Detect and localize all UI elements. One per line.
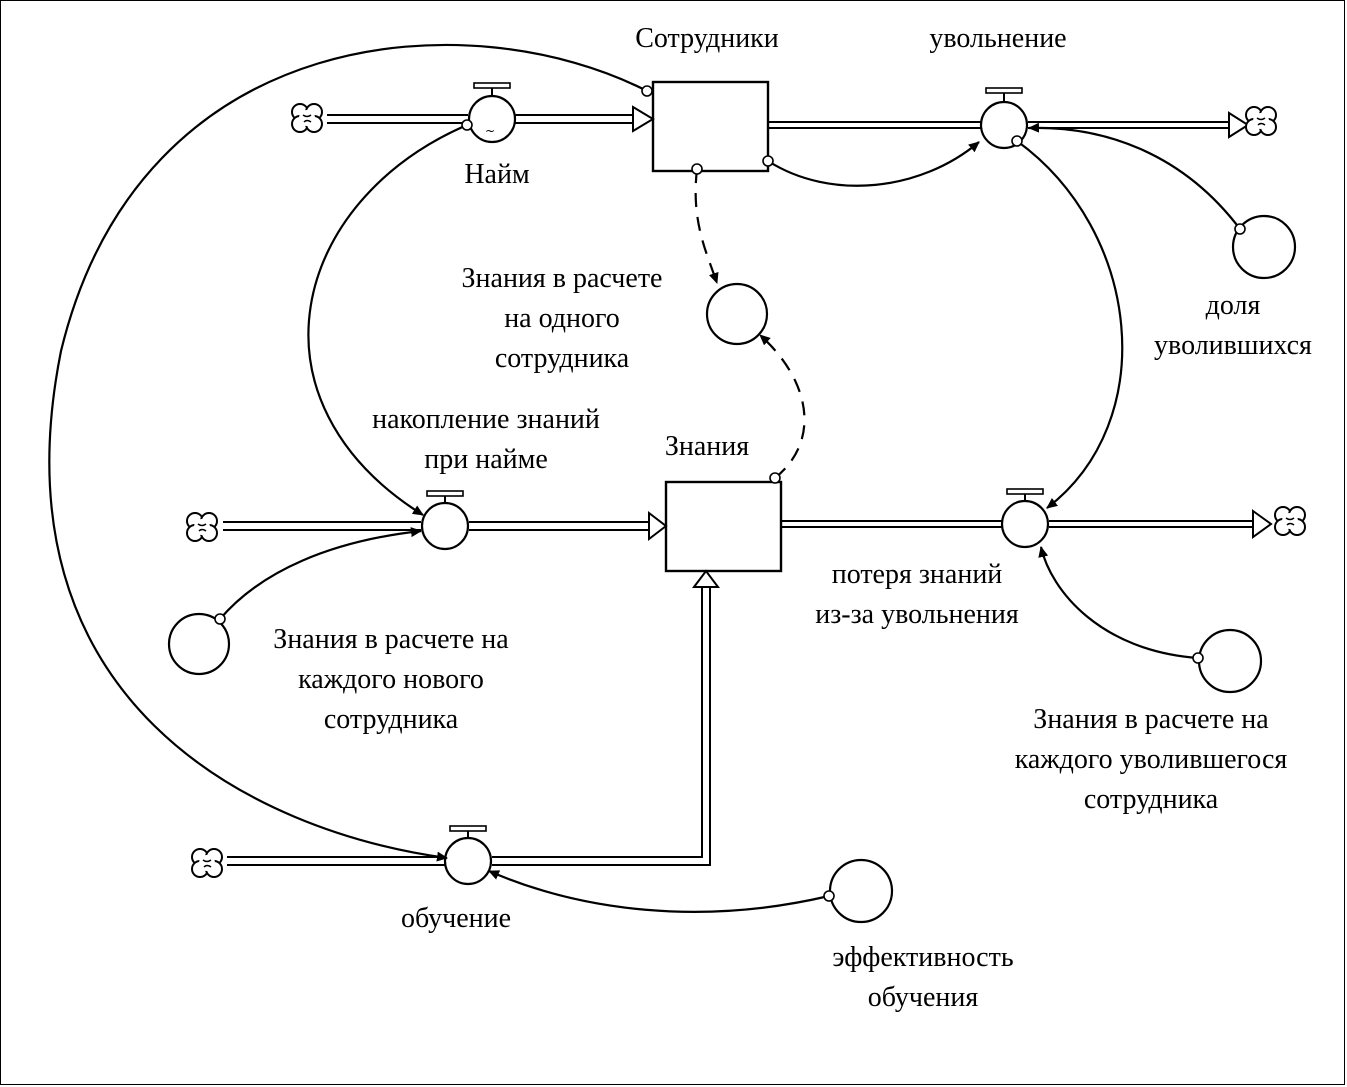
source-cloud-knowledge-on-hire (186, 512, 218, 542)
aux-knowledge-per-leaving[interactable] (1197, 628, 1263, 694)
connector-dismissal-to-knowledge-loss (1016, 140, 1124, 509)
connector-dismissal-share-to-dismissal (1028, 122, 1241, 230)
connector-employees-to-training (48, 43, 648, 862)
valve-hiring[interactable]: ~ (467, 82, 517, 144)
flow-pipe-knowledge-loss (781, 509, 1273, 539)
flow-pipe-knowledge-on-hire (223, 510, 668, 542)
stock-knowledge[interactable] (664, 480, 783, 573)
valve-knowledge-on-hire[interactable] (420, 490, 470, 551)
aux-knowledge-per-employee[interactable] (705, 282, 769, 346)
source-cloud-training (191, 848, 223, 878)
connector-knowledge-to-knowledge-per-employee (759, 334, 806, 479)
aux-training-efficiency[interactable] (828, 858, 894, 924)
label-flow-hiring: Найм (464, 159, 530, 190)
connector-hiring-to-knowledge-on-hire (307, 123, 468, 516)
aux-dismissal-share[interactable] (1231, 214, 1297, 280)
valve-knowledge-loss[interactable] (1000, 488, 1050, 549)
label-aux-knowledge-per-new: Знания в расчете на каждого нового сотру… (273, 624, 509, 735)
connector-knowledge-per-new-to-knowledge-on-hire (219, 527, 422, 620)
connector-employees-to-knowledge-per-employee (694, 168, 719, 284)
label-flow-knowledge-on-hire: накопление знаний при найме (372, 404, 600, 475)
label-aux-knowledge-per-leaving: Знания в расчете на каждого уволившегося… (1014, 704, 1288, 815)
label-aux-dismissal-share: доля уволившихся (1154, 290, 1312, 361)
flow-pipe-hiring (327, 105, 655, 133)
label-stock-employees: Сотрудники (635, 23, 779, 54)
label-aux-knowledge-per-employee: Знания в расчете на одного сотрудника (461, 263, 663, 374)
label-flow-knowledge-loss: потеря знаний из-за увольнения (815, 559, 1019, 630)
connector-training-efficiency-to-training (488, 869, 830, 913)
label-aux-training-efficiency: эффективность обучения (832, 942, 1014, 1013)
connector-knowledge-per-leaving-to-knowledge-loss (1038, 546, 1199, 660)
stock-employees[interactable] (651, 80, 770, 173)
flow-pipe-training (227, 569, 720, 866)
sink-cloud-knowledge-loss (1274, 506, 1306, 536)
sink-cloud-dismissal (1245, 106, 1277, 136)
label-flow-dismissal: увольнение (929, 23, 1067, 54)
source-cloud-hiring (291, 103, 323, 133)
valve-training[interactable] (443, 825, 493, 886)
svg-text:~: ~ (485, 124, 495, 138)
connector-employees-to-dismissal (767, 141, 980, 187)
aux-knowledge-per-new[interactable] (167, 612, 231, 676)
label-stock-knowledge: Знания (664, 431, 750, 462)
label-flow-training: обучение (400, 903, 512, 934)
